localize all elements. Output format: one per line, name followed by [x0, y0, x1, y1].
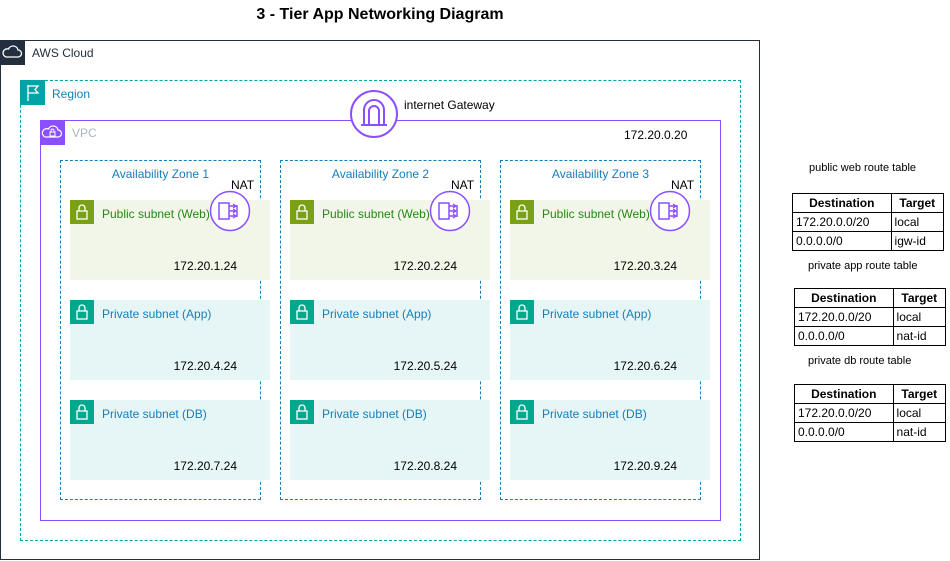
padlock-icon: [290, 300, 314, 324]
subnet-cidr: 172.20.1.24: [173, 259, 237, 273]
subnet-label: Private subnet (DB): [542, 407, 647, 421]
table-cell: local: [890, 212, 945, 232]
nat-gateway-icon: [429, 190, 471, 232]
private-subnet-app: [290, 300, 490, 380]
subnet-label: Private subnet (App): [102, 307, 212, 321]
nat-gateway-icon: [209, 190, 251, 232]
vpc-label: VPC: [72, 126, 97, 140]
nat-gateway-icon: [649, 190, 691, 232]
table-cell: nat-id: [892, 422, 947, 442]
padlock-icon: [290, 200, 314, 224]
nat-label: NAT: [671, 178, 695, 192]
table-cell: nat-id: [892, 326, 947, 346]
aws-cloud-group: [0, 40, 760, 560]
subnet-label: Private subnet (App): [322, 307, 432, 321]
padlock-icon: [510, 400, 534, 424]
route-table-title: public web route table: [809, 162, 917, 174]
subnet-cidr: 172.20.2.24: [393, 259, 457, 273]
subnet-cidr: 172.20.6.24: [613, 359, 677, 373]
private-subnet-db: [70, 400, 270, 480]
route-table-title: private db route table: [808, 355, 912, 367]
private-subnet-app: [70, 300, 270, 380]
aws-cloud-label: AWS Cloud: [32, 46, 94, 60]
region-group: [20, 80, 741, 541]
table-header: Target: [892, 288, 947, 308]
table-cell: 0.0.0.0/0: [794, 326, 894, 346]
table-cell: igw-id: [890, 231, 945, 251]
table-cell: local: [892, 307, 947, 327]
subnet-label: Private subnet (DB): [322, 407, 427, 421]
subnet-cidr: 172.20.4.24: [173, 359, 237, 373]
private-subnet-db: [510, 400, 710, 480]
table-cell: 172.20.0.0/20: [792, 212, 892, 232]
subnet-cidr: 172.20.9.24: [613, 459, 677, 473]
table-cell: 0.0.0.0/0: [792, 231, 892, 251]
private-subnet-app: [510, 300, 710, 380]
table-header: Destination: [794, 288, 894, 308]
vpc-cloud-icon: [40, 120, 65, 145]
subnet-label: Public subnet (Web): [322, 207, 430, 221]
subnet-label: Public subnet (Web): [542, 207, 650, 221]
subnet-cidr: 172.20.3.24: [613, 259, 677, 273]
nat-label: NAT: [451, 178, 475, 192]
table-cell: 172.20.0.0/20: [794, 307, 894, 327]
subnet-label: Public subnet (Web): [102, 207, 210, 221]
availability-zone-label: Availability Zone 1: [111, 167, 210, 181]
internet-gateway-label: internet Gateway: [404, 98, 495, 112]
padlock-icon: [70, 400, 94, 424]
padlock-icon: [510, 200, 534, 224]
region-label: Region: [52, 87, 91, 101]
padlock-icon: [510, 300, 534, 324]
cloud-icon: [0, 40, 25, 65]
vpc-cidr: 172.20.0.20: [624, 128, 688, 142]
internet-gateway-icon: [349, 89, 399, 139]
padlock-icon: [70, 200, 94, 224]
subnet-label: Private subnet (App): [542, 307, 652, 321]
table-header: Target: [890, 193, 945, 213]
nat-label: NAT: [231, 178, 255, 192]
private-subnet-db: [290, 400, 490, 480]
availability-zone-label: Availability Zone 2: [331, 167, 430, 181]
subnet-cidr: 172.20.5.24: [393, 359, 457, 373]
table-cell: 0.0.0.0/0: [794, 422, 894, 442]
table-cell: local: [892, 403, 947, 423]
padlock-icon: [70, 300, 94, 324]
table-header: Target: [892, 384, 947, 404]
flag-icon: [20, 80, 45, 105]
subnet-label: Private subnet (DB): [102, 407, 207, 421]
padlock-icon: [290, 400, 314, 424]
diagram-title: 3 - Tier App Networking Diagram: [256, 6, 504, 23]
route-table-title: private app route table: [808, 260, 918, 272]
availability-zone-label: Availability Zone 3: [551, 167, 650, 181]
subnet-cidr: 172.20.7.24: [173, 459, 237, 473]
table-header: Destination: [794, 384, 894, 404]
subnet-cidr: 172.20.8.24: [393, 459, 457, 473]
table-cell: 172.20.0.0/20: [794, 403, 894, 423]
table-header: Destination: [792, 193, 892, 213]
